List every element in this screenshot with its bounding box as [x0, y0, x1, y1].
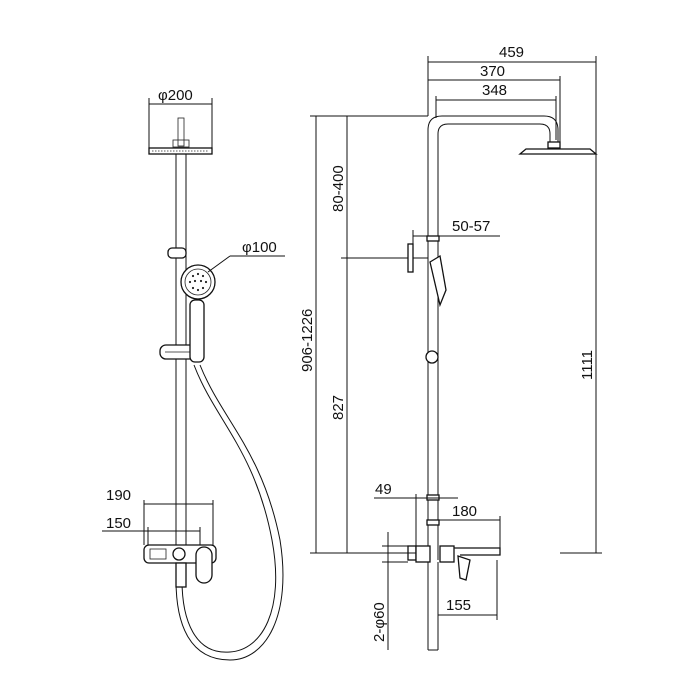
- shower-hose: [181, 364, 277, 653]
- dim-459-label: 459: [499, 44, 524, 61]
- dim-370: 370: [428, 63, 561, 148]
- dim-50-57-label: 50-57: [452, 218, 490, 235]
- dim-80-400-label: 80-400: [330, 165, 347, 212]
- dim-1111-label: 1111: [579, 350, 596, 380]
- dim-370-label: 370: [480, 63, 505, 80]
- dim-180-label: 180: [452, 503, 477, 520]
- dim-2-phi60-label: 2-φ60: [371, 602, 388, 642]
- mixer-valve-side: [407, 545, 501, 651]
- dim-head-diameter-label: φ200: [158, 87, 193, 104]
- dim-348: 348: [435, 82, 557, 140]
- dim-handshower-diameter-label: φ100: [242, 239, 277, 256]
- dim-2-phi60: 2-φ60: [371, 532, 408, 650]
- dim-width-190: 190: [106, 487, 214, 545]
- dim-459: 459: [427, 44, 597, 150]
- hand-shower-front: [180, 264, 216, 363]
- riser-with-arm: [426, 115, 559, 560]
- dim-width-190-label: 190: [106, 487, 131, 504]
- dim-handshower-diameter: φ100: [207, 239, 285, 273]
- dim-80-400: 80-400: [330, 116, 406, 259]
- dim-49-label: 49: [375, 481, 392, 498]
- dim-827-label: 827: [330, 395, 347, 420]
- dim-1111: 1111: [560, 150, 602, 554]
- dim-head-diameter: φ200: [148, 87, 213, 150]
- front-view: φ200: [102, 87, 285, 661]
- side-view: 459 370 348: [299, 44, 602, 651]
- mixer-valve-front: [143, 544, 217, 588]
- dim-155: 155: [438, 560, 498, 620]
- rain-shower-head-front: [148, 117, 213, 155]
- dim-width-150: 150: [102, 515, 201, 545]
- dim-906-1226-label: 906-1226: [299, 309, 316, 372]
- dim-49: 49: [374, 481, 458, 546]
- dim-155-label: 155: [446, 597, 471, 614]
- dim-906-1226: 906-1226: [299, 115, 428, 554]
- wall-bracket-side: [406, 243, 447, 364]
- dim-width-150-label: 150: [106, 515, 131, 532]
- dim-827: 827: [330, 258, 348, 553]
- dim-348-label: 348: [482, 82, 507, 99]
- dim-180: 180: [438, 503, 501, 548]
- dim-50-57: 50-57: [412, 218, 500, 244]
- rain-shower-head-side: [518, 141, 598, 155]
